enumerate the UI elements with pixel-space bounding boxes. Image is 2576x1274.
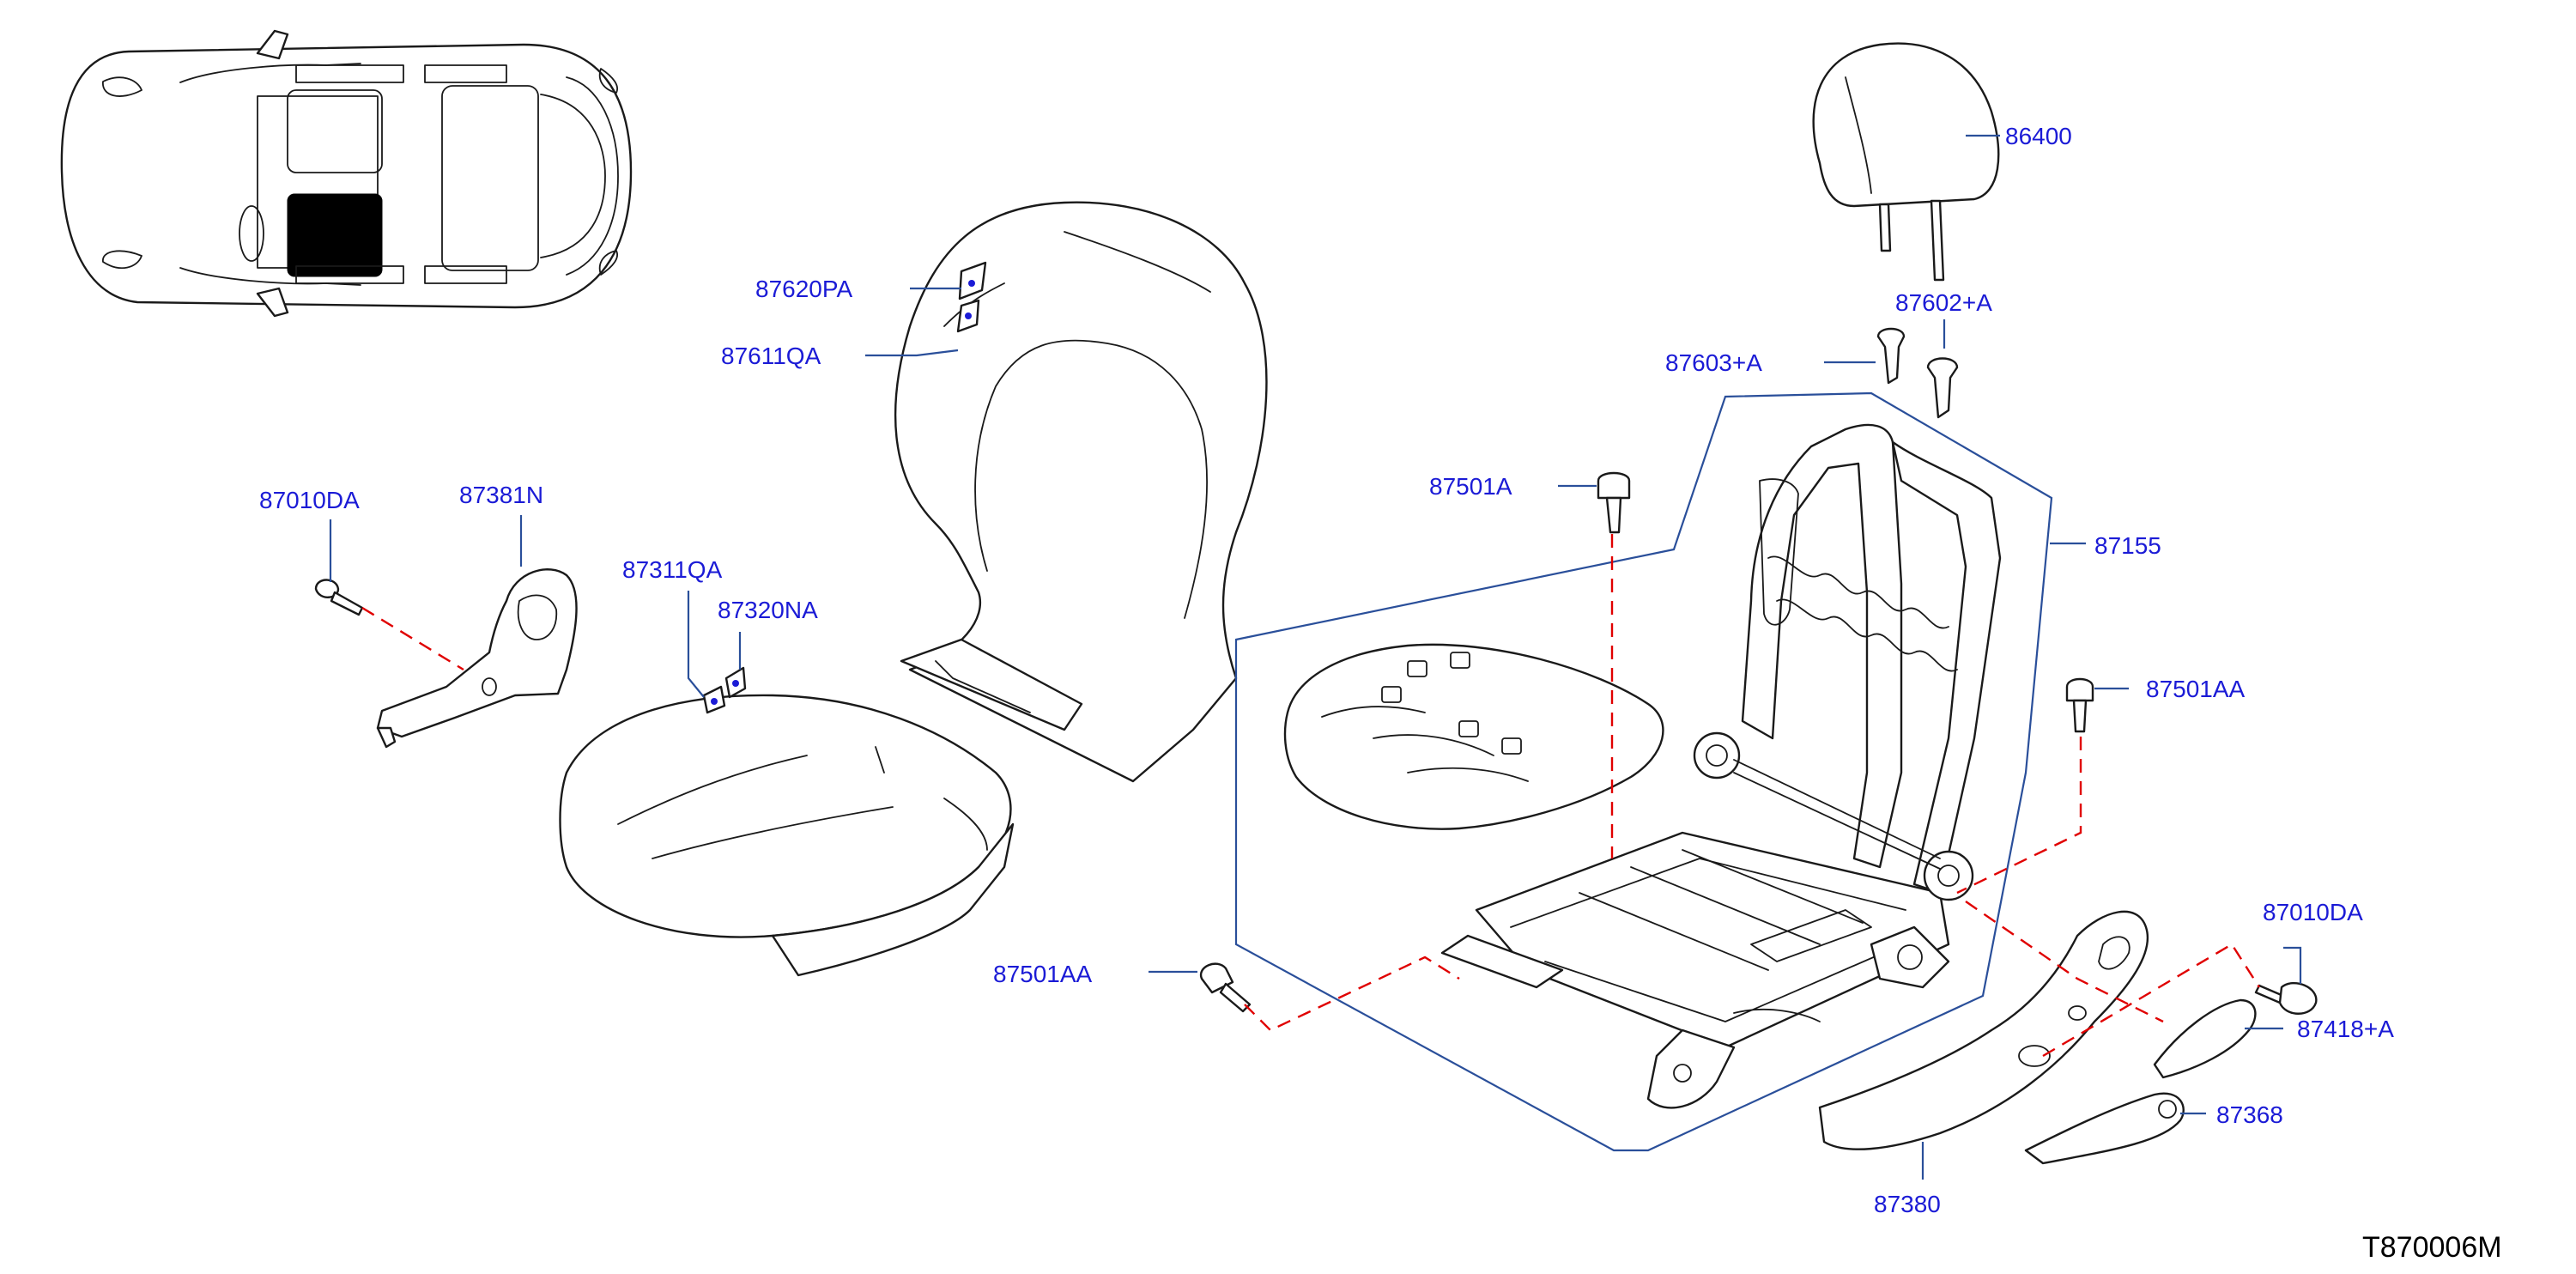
label-87380: 87380 xyxy=(1874,1191,1941,1217)
seat-pan-pad xyxy=(1283,643,1664,830)
bolt-87501aa-bottom xyxy=(1199,962,1252,1013)
bolt-87501aa-right xyxy=(2065,677,2094,733)
assembly-outline xyxy=(1234,391,2053,1152)
headrest-86400 xyxy=(1812,42,2000,282)
side-bracket-87381n xyxy=(376,568,578,749)
bolt-87010da-right xyxy=(2254,982,2318,1015)
label-87320na: 87320NA xyxy=(718,597,818,623)
highlighted-seat-marker xyxy=(287,193,383,277)
label-87381n: 87381N xyxy=(459,482,543,508)
label-87501aa-right: 87501AA xyxy=(2146,676,2246,702)
headrest-guide-87602a xyxy=(1926,357,1959,419)
seat-cushion xyxy=(559,666,1015,977)
seat-back-cover xyxy=(894,201,1268,783)
label-87155: 87155 xyxy=(2094,532,2161,559)
bolt-87501a xyxy=(1597,471,1631,534)
label-87311qa: 87311QA xyxy=(622,556,723,583)
label-87501aa-bottom: 87501AA xyxy=(993,961,1093,987)
label-87602a: 87602+A xyxy=(1895,289,1992,316)
dashed-guides xyxy=(361,534,2261,1058)
label-87501a: 87501A xyxy=(1429,473,1512,500)
part-labels: 86400 87602+A 87603+A 87620PA 87611QA 87… xyxy=(259,123,2502,1264)
leader-lines xyxy=(329,134,2302,1180)
vehicle-locator-view xyxy=(60,29,633,318)
label-87010da-left: 87010DA xyxy=(259,487,360,513)
headrest-guide-87603a xyxy=(1876,327,1906,385)
lever-87418a xyxy=(2153,998,2257,1079)
drawing-code: T870006M xyxy=(2362,1231,2502,1264)
label-87368: 87368 xyxy=(2216,1101,2283,1128)
label-86400: 86400 xyxy=(2005,123,2072,149)
label-87603a: 87603+A xyxy=(1665,349,1762,376)
knob-87368 xyxy=(2024,1092,2185,1165)
bolt-87010da-left xyxy=(314,579,364,616)
label-87620pa: 87620PA xyxy=(755,276,852,302)
label-87611qa: 87611QA xyxy=(721,343,821,369)
label-87418a: 87418+A xyxy=(2297,1016,2394,1042)
label-87010da-right: 87010DA xyxy=(2263,899,2363,925)
seat-frame-assembly xyxy=(1440,423,2002,1109)
